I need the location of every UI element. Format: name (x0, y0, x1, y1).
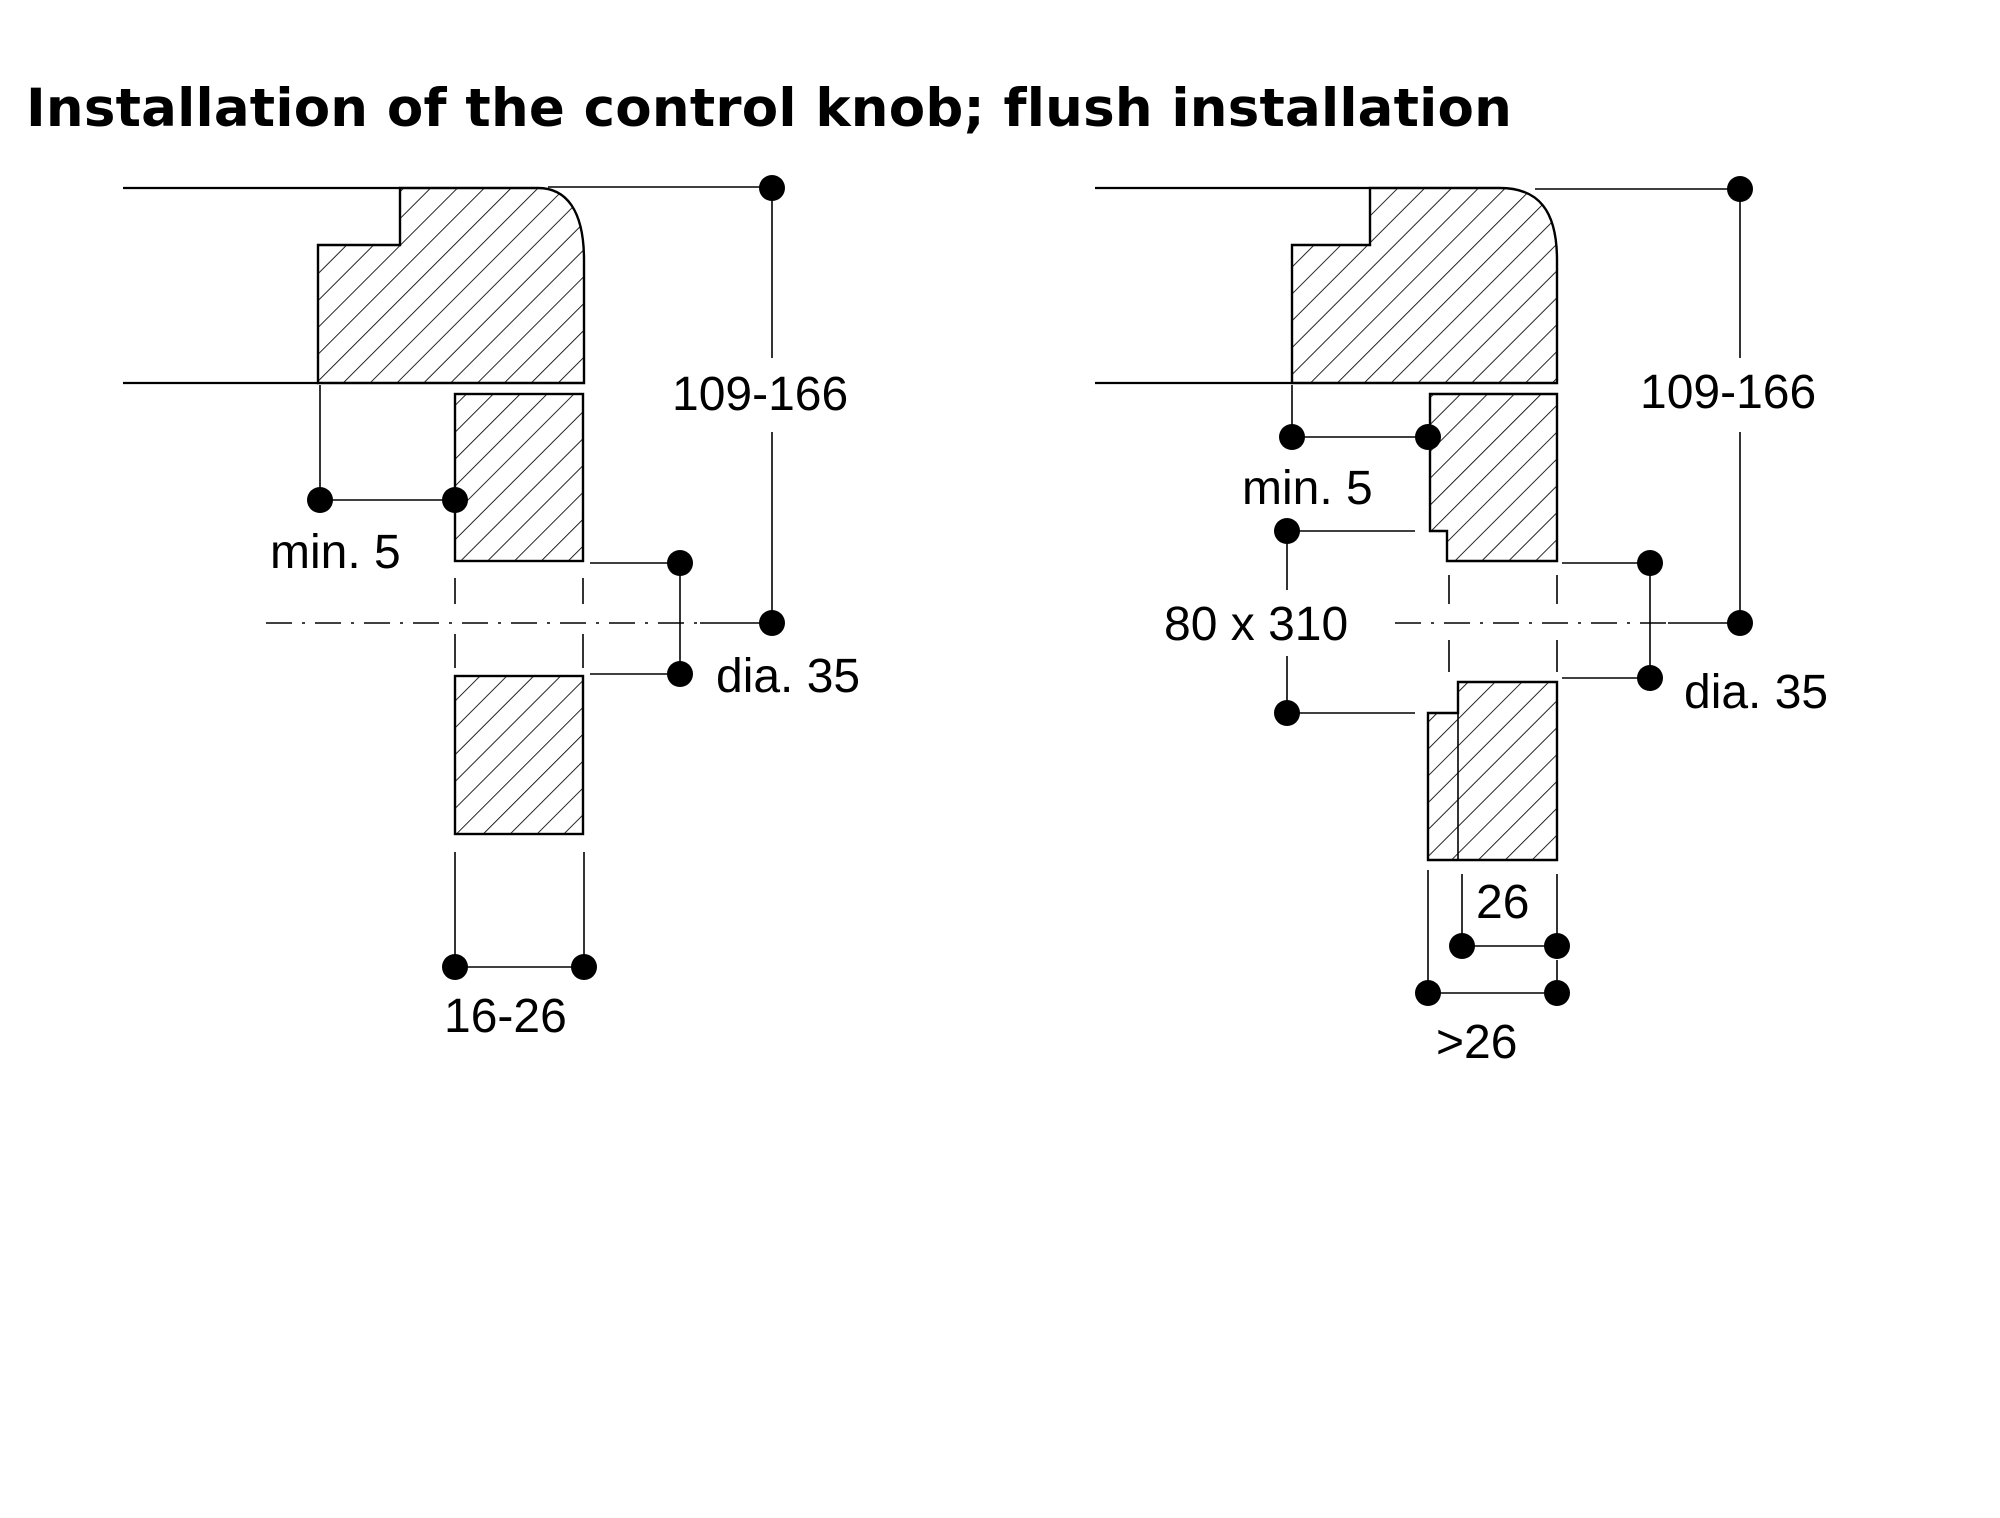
page-title: Installation of the control knob; flush … (26, 78, 1513, 139)
right-cutout-label: 80 x 310 (1164, 598, 1348, 651)
right-panel-lower (1426, 680, 1559, 862)
dimension-dot (1727, 610, 1753, 636)
left-panel-upper (453, 392, 585, 563)
right-min-gap-label: min. 5 (1242, 462, 1373, 515)
dimension-dot (1279, 424, 1305, 450)
left-panel-lower (453, 674, 585, 836)
right-height-label: 109-166 (1640, 366, 1816, 419)
dimension-dot (1727, 176, 1753, 202)
dimension-dot (1449, 933, 1475, 959)
left-dia-label: dia. 35 (716, 650, 860, 703)
dimension-dot (571, 954, 597, 980)
right-panel-upper (1428, 392, 1559, 563)
right-figure: 109-166 min. 5 80 x 310 dia. 35 26 (1095, 176, 1828, 1069)
right-thickness-label: 26 (1476, 876, 1529, 929)
right-dia-label: dia. 35 (1684, 666, 1828, 719)
left-height-label: 109-166 (672, 368, 848, 421)
dimension-dot (1274, 700, 1300, 726)
dimension-dot (1637, 550, 1663, 576)
dimension-dot (1544, 980, 1570, 1006)
dimension-dot (759, 175, 785, 201)
dimension-dot (759, 610, 785, 636)
left-min-gap-label: min. 5 (270, 526, 401, 579)
dimension-dot (1637, 665, 1663, 691)
right-recess-label: >26 (1436, 1016, 1517, 1069)
dimension-dot (442, 487, 468, 513)
dimension-dot (1274, 518, 1300, 544)
dimension-dot (667, 550, 693, 576)
dimension-dot (1415, 980, 1441, 1006)
right-control-knob (1290, 186, 1559, 385)
dimension-dot (1544, 933, 1570, 959)
dimension-dot (667, 661, 693, 687)
dimension-dot (442, 954, 468, 980)
left-control-knob (316, 186, 586, 385)
left-thickness-label: 16-26 (444, 990, 567, 1043)
left-figure: 109-166 min. 5 dia. 35 16-26 (123, 175, 860, 1043)
dimension-dot (307, 487, 333, 513)
dimension-dot (1415, 424, 1441, 450)
